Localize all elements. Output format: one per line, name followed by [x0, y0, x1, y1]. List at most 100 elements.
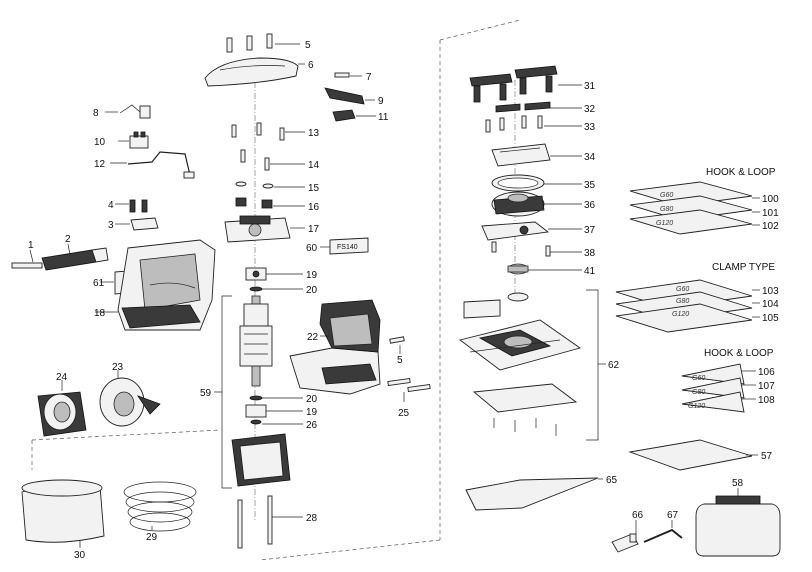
part-number: 58: [732, 478, 744, 489]
part-number: 31: [584, 81, 596, 92]
fs-label: FS140: [320, 237, 369, 255]
lower-bearing-group: [245, 395, 303, 425]
grit-label: G60: [676, 286, 689, 293]
part-number: 6: [308, 60, 314, 71]
part-number: 36: [584, 200, 596, 211]
fs-label-text: FS140: [337, 244, 358, 251]
part-number: 19: [306, 270, 318, 281]
brush-holder: [235, 197, 305, 209]
part-number: 59: [200, 388, 212, 399]
pad-tool: [611, 520, 639, 553]
part-number: 107: [758, 381, 775, 392]
part-number: 25: [398, 408, 410, 419]
dust-filter: [21, 479, 105, 548]
power-cord: [11, 243, 109, 271]
spring-clip: [105, 104, 151, 119]
part-number: 105: [762, 313, 779, 324]
counterweight: [481, 221, 582, 241]
part-number: 13: [308, 128, 320, 139]
clamp-sheets: [615, 279, 760, 333]
part-number: 33: [584, 122, 596, 133]
grit-label: G120: [656, 220, 673, 227]
part-number: 3: [108, 220, 114, 231]
bearing-plate: [491, 143, 582, 167]
part-number: 28: [306, 513, 318, 524]
clamp-plates: [495, 101, 582, 113]
bearing-top: [245, 267, 303, 281]
grit-label: G80: [676, 298, 689, 305]
part-number: 8: [93, 108, 99, 119]
strain-relief: [115, 217, 159, 231]
header-hook-loop-sheets: HOOK & LOOP: [706, 167, 776, 178]
filter-spring: [123, 481, 197, 532]
header-hook-loop-triangles: HOOK & LOOP: [704, 348, 774, 359]
switch: [118, 131, 149, 149]
part-number: 5: [305, 40, 311, 51]
long-screws: [237, 495, 303, 549]
grit-label: G80: [660, 206, 673, 213]
wire-harness: [110, 151, 195, 179]
carry-case: [695, 488, 781, 557]
part-number: 22: [307, 332, 319, 343]
part-number: 101: [762, 208, 779, 219]
circlip-top: [249, 286, 303, 292]
seal-ring: [491, 174, 582, 192]
divider-line: [31, 429, 221, 441]
top-cover: [204, 57, 305, 87]
divider-line: [439, 19, 521, 41]
housing-screws: [231, 122, 305, 171]
screw-set-top: [226, 33, 300, 53]
part-number: 38: [584, 248, 596, 259]
part-number: 32: [584, 104, 596, 115]
eccentric-bearing: [507, 263, 582, 275]
grit-label: G60: [692, 375, 705, 382]
part-number: 37: [584, 225, 596, 236]
switch-button: [332, 109, 376, 122]
detail-pad: [465, 477, 603, 511]
part-number: 10: [94, 137, 106, 148]
part-number: 61: [93, 278, 105, 289]
part-number: 60: [306, 243, 318, 254]
part-number: 23: [112, 362, 124, 373]
part-number: 17: [308, 224, 320, 235]
part-number: 11: [378, 112, 389, 123]
divider-line: [259, 539, 441, 561]
part-number: 19: [306, 407, 318, 418]
part-number: 35: [584, 180, 596, 191]
part-number: 65: [606, 475, 618, 486]
screws-38: [491, 241, 582, 257]
part-number: 20: [306, 394, 318, 405]
part-number: 15: [308, 183, 320, 194]
part-number: 103: [762, 286, 779, 297]
screws-33: [485, 115, 582, 133]
part-number: 66: [632, 510, 644, 521]
screws-25: [387, 377, 431, 402]
dust-port: [99, 370, 161, 427]
part-number: 67: [667, 510, 679, 521]
switch-pin: [334, 72, 362, 78]
part-number: 34: [584, 152, 596, 163]
grit-label: G120: [688, 403, 705, 410]
part-number: 62: [608, 360, 620, 371]
part-number: 7: [366, 72, 372, 83]
part-number: 14: [308, 160, 320, 171]
front-housing: [289, 299, 381, 395]
dust-adapter: [37, 380, 87, 437]
part-number: 4: [108, 200, 114, 211]
grit-label: G120: [672, 311, 689, 318]
part-number: 30: [74, 550, 86, 561]
part-number: 5: [397, 355, 403, 366]
pad-supports: [469, 65, 582, 103]
hex-key: [643, 520, 683, 543]
part-number: 108: [758, 395, 775, 406]
perforating-plate: [628, 439, 758, 471]
header-clamp-type: CLAMP TYPE: [712, 262, 775, 273]
part-number: 106: [758, 367, 775, 378]
base-assembly: [458, 289, 606, 441]
hook-loop-sheets: [629, 181, 760, 235]
grit-label: G80: [692, 389, 705, 396]
washer-15: [235, 181, 305, 189]
triangle-sheets: [681, 363, 756, 413]
